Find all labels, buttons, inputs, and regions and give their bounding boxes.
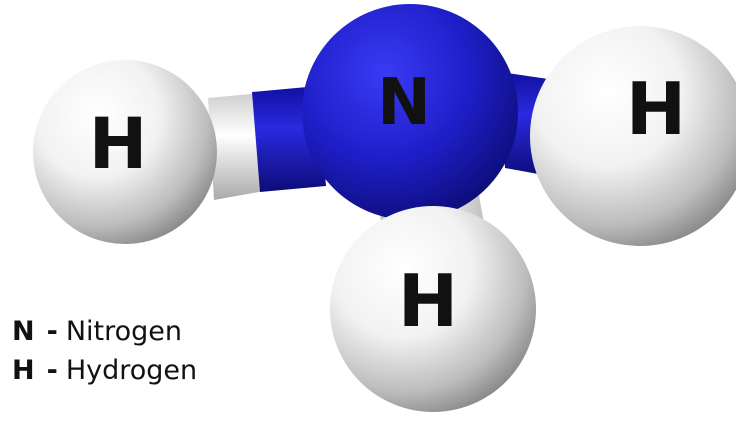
hydrogen-atom-bottom	[330, 206, 536, 412]
legend-name: Hydrogen	[65, 355, 198, 386]
atom-label-hydrogen-right: H	[626, 67, 686, 151]
atom-label-hydrogen-left: H	[89, 103, 148, 185]
legend-dash: -	[46, 316, 58, 347]
legend-dash: -	[46, 355, 58, 386]
atom-label-nitrogen: N	[377, 66, 431, 140]
legend-name: Nitrogen	[65, 316, 183, 347]
nitrogen-atom	[302, 4, 518, 220]
legend-item-hydrogen: H-Hydrogen	[12, 351, 197, 390]
hydrogen-atom-right	[530, 26, 736, 246]
legend-item-nitrogen: N-Nitrogen	[12, 312, 197, 351]
atom-label-hydrogen-bottom: H	[398, 259, 458, 343]
hydrogen-atom-left	[33, 60, 217, 244]
legend: N-Nitrogen H-Hydrogen	[12, 312, 197, 390]
legend-symbol: N	[12, 316, 35, 347]
legend-symbol: H	[12, 355, 35, 386]
